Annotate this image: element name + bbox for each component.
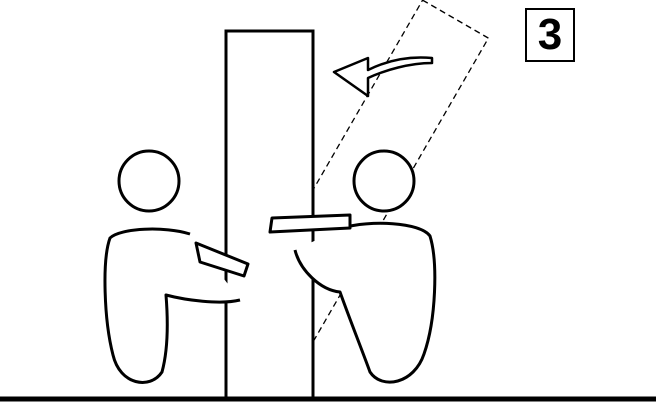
person-arm xyxy=(270,215,350,232)
person-head xyxy=(119,151,179,211)
person-head xyxy=(354,151,414,211)
rotate-arrow-icon xyxy=(334,58,432,97)
person-body xyxy=(295,223,435,382)
step-number: 3 xyxy=(538,13,562,57)
step-number-badge: 3 xyxy=(525,8,575,62)
